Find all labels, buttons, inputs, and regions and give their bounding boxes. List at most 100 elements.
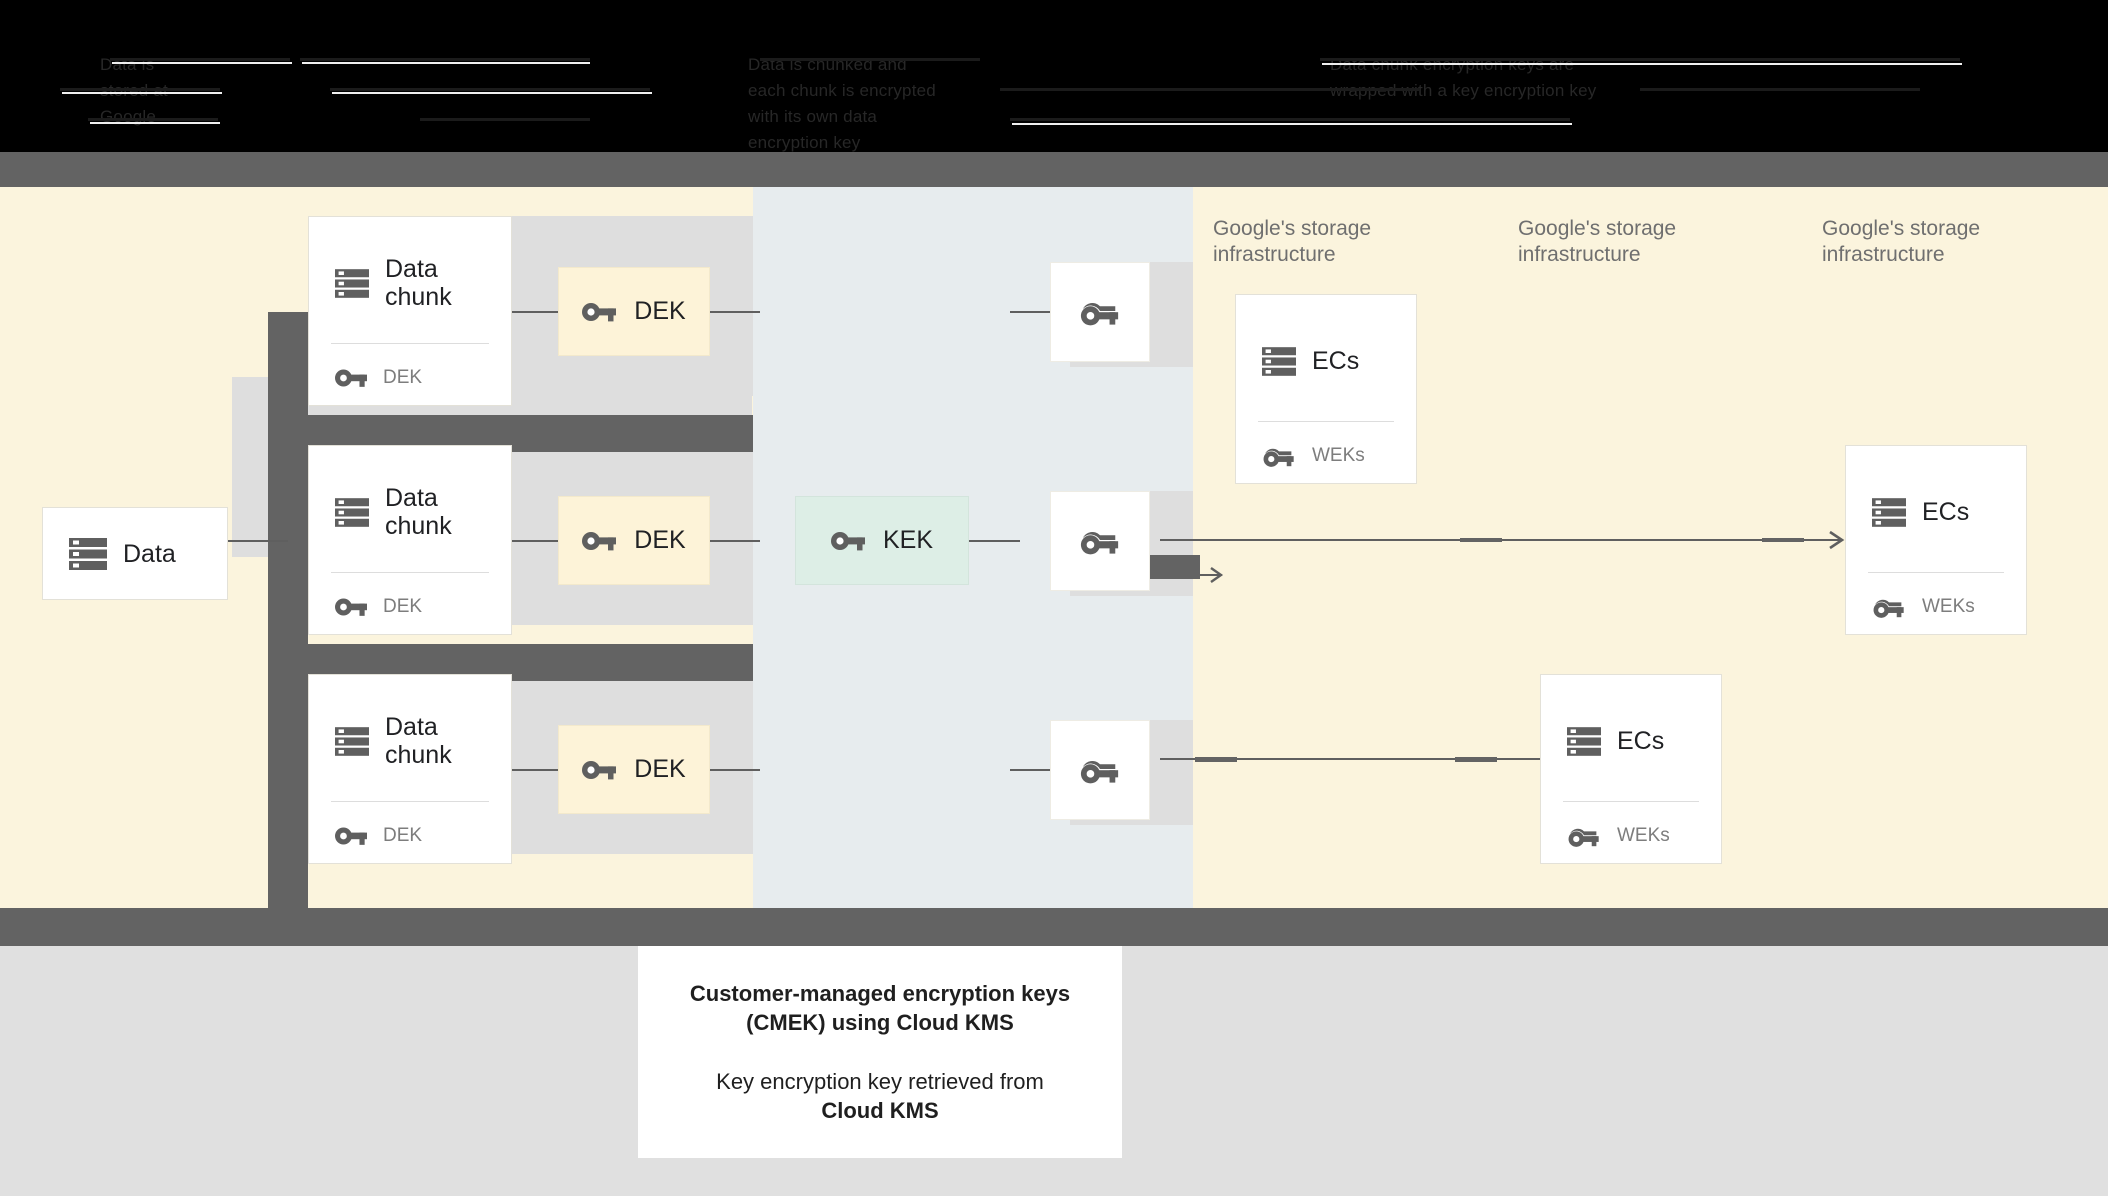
encryption-flow-diagram: Data Data chunk DEK — [0, 187, 2108, 908]
caption-body: Key encryption key retrieved from Cloud … — [716, 1067, 1044, 1125]
redaction-bar — [1320, 58, 1960, 61]
top-divider-band — [0, 152, 2108, 187]
header-column-2: Data is chunked and each chunk is encryp… — [748, 55, 936, 152]
dek-box-label: DEK — [634, 755, 686, 783]
redaction-bar — [88, 118, 218, 121]
data-chunk-key-label: DEK — [383, 367, 423, 388]
wrapped-key-card[interactable] — [1050, 720, 1150, 820]
connector-kek-to-wek-2 — [968, 540, 1020, 542]
occlusion-bar-arrow-2b — [1762, 538, 1804, 542]
dek-box[interactable]: DEK — [558, 267, 710, 356]
ec-card-title: ECs — [1617, 727, 1665, 755]
connector-dek-2-to-kek — [708, 540, 760, 542]
ec-card-key-label: WEKs — [1312, 445, 1365, 466]
double-key-icon — [1080, 302, 1119, 326]
data-chunk-key-label: DEK — [383, 596, 423, 617]
double-key-icon — [1080, 760, 1119, 784]
data-chunk-title: Data chunk — [385, 255, 452, 311]
caption-body-lead: Key encryption key retrieved from — [716, 1069, 1044, 1094]
key-icon — [335, 369, 367, 387]
storage-stack-icon — [335, 726, 369, 756]
double-key-icon — [1873, 599, 1904, 618]
redaction-bar — [90, 122, 220, 124]
double-key-icon — [1080, 531, 1119, 555]
caption-card: Customer-managed encryption keys (CMEK) … — [638, 946, 1122, 1158]
connector-kms-to-wek-1 — [1010, 311, 1060, 313]
occlusion-bar-arrow-3a — [1195, 757, 1237, 762]
key-icon — [582, 760, 617, 779]
card-divider — [1258, 421, 1394, 422]
key-icon — [335, 827, 367, 845]
split-bracket-spine — [268, 312, 308, 908]
dek-box-label: DEK — [634, 526, 686, 554]
bottom-divider-band — [0, 908, 2108, 946]
connector-kms-to-wek-3 — [1010, 769, 1060, 771]
data-chunk-card[interactable]: Data chunk DEK — [308, 674, 512, 864]
redaction-bar — [420, 118, 590, 121]
redaction-bar — [302, 62, 590, 64]
data-box[interactable]: Data — [42, 507, 228, 600]
redaction-bar — [1322, 63, 1962, 65]
caption-title: Customer-managed encryption keys (CMEK) … — [689, 981, 1071, 1035]
card-divider — [331, 343, 489, 344]
data-chunk-card[interactable]: Data chunk DEK — [308, 216, 512, 406]
redaction-bar — [1010, 118, 1570, 121]
redaction-bar — [1000, 88, 1420, 91]
card-divider — [1563, 801, 1699, 802]
card-divider — [331, 801, 489, 802]
ec-card[interactable]: ECs WEKs — [1540, 674, 1722, 864]
data-chunk-title: Data chunk — [385, 713, 452, 769]
key-icon — [335, 598, 367, 616]
storage-stack-icon — [69, 537, 107, 570]
storage-stack-icon — [1872, 497, 1906, 527]
wrapped-key-card[interactable] — [1050, 262, 1150, 362]
data-chunk-key-label: DEK — [383, 825, 423, 846]
key-icon — [582, 302, 617, 321]
connector-chunk-1-to-dek — [508, 311, 560, 313]
connector-chunk-3-to-dek — [508, 769, 560, 771]
storage-stack-icon — [1567, 726, 1601, 756]
arrow-to-ec-card-2 — [1160, 530, 1845, 550]
connector-chunk-2-to-dek — [508, 540, 560, 542]
card-divider — [1868, 572, 2004, 573]
double-key-icon — [1568, 828, 1599, 847]
redaction-bar — [760, 58, 980, 61]
kek-box-label: KEK — [882, 526, 934, 554]
ec-card-title: ECs — [1922, 498, 1970, 526]
redaction-bar — [300, 58, 590, 61]
infra-label-2: Google's storage infrastructure — [1518, 217, 1677, 266]
ec-card-key-label: WEKs — [1617, 825, 1670, 846]
key-icon — [582, 531, 617, 550]
connector-dek-3-to-kms — [708, 769, 760, 771]
redaction-bar — [60, 88, 220, 91]
kek-box[interactable]: KEK — [795, 496, 969, 585]
dek-box-label: DEK — [634, 297, 686, 325]
data-chunk-title: Data chunk — [385, 484, 452, 540]
obscured-header-band: Data is stored at Google Data is chunked… — [0, 0, 2108, 152]
ec-card-key-label: WEKs — [1922, 596, 1975, 617]
dek-box[interactable]: DEK — [558, 725, 710, 814]
redaction-bar — [62, 92, 222, 94]
infra-label-3: Google's storage infrastructure — [1822, 217, 1981, 266]
card-divider — [331, 572, 489, 573]
data-chunk-card[interactable]: Data chunk DEK — [308, 445, 512, 635]
double-key-icon — [1263, 448, 1294, 467]
storage-stack-icon — [1262, 346, 1296, 376]
ec-card[interactable]: ECs WEKs — [1235, 294, 1417, 484]
infra-label-1: Google's storage infrastructure — [1213, 217, 1372, 266]
ec-card-title: ECs — [1312, 347, 1360, 375]
ec-card[interactable]: ECs WEKs — [1845, 445, 2027, 635]
redaction-bar — [332, 92, 652, 94]
redaction-bar — [1012, 123, 1572, 125]
storage-stack-icon — [335, 497, 369, 527]
occlusion-bar-arrow-3b — [1455, 757, 1497, 762]
occlusion-bar-arrow-2a — [1460, 538, 1502, 542]
redaction-bar — [1640, 88, 1920, 91]
dek-box[interactable]: DEK — [558, 496, 710, 585]
key-icon — [830, 531, 865, 550]
redaction-bar — [110, 58, 290, 61]
connector-data-to-split — [228, 540, 288, 542]
connector-dek-1-to-kms — [708, 311, 760, 313]
wrapped-key-card[interactable] — [1050, 491, 1150, 591]
data-box-label: Data — [123, 539, 176, 568]
